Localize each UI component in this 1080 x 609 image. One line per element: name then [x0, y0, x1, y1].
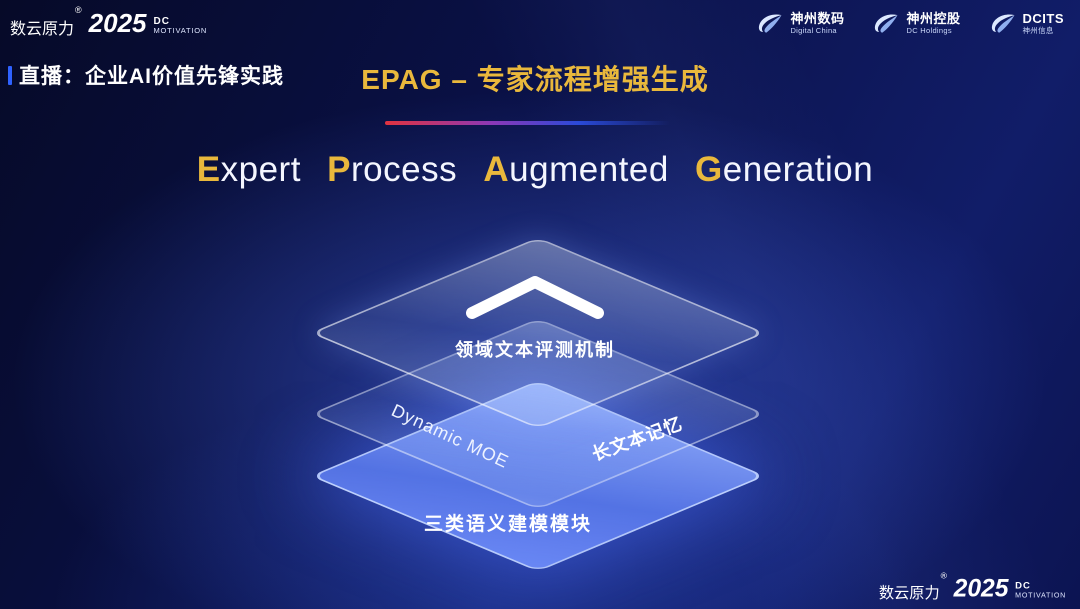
- registered-mark: ®: [940, 570, 947, 581]
- main-title: Expert Process Augmented Generation: [0, 150, 1070, 190]
- dcits-swoosh-icon: [991, 14, 1014, 33]
- registered-mark: ®: [75, 5, 82, 15]
- partner-subname: 神州信息: [1022, 25, 1054, 35]
- bottom-layer-label: 三类语义建模模块: [423, 514, 592, 535]
- partner-name: DCITS: [1022, 11, 1064, 26]
- partner-text: 神州控股 DC Holdings: [906, 11, 961, 36]
- partner-subname: DC Holdings: [906, 25, 952, 35]
- gradient-divider: [385, 121, 670, 125]
- dc-holdings-swoosh-icon: [875, 14, 898, 33]
- partner-name: 神州控股: [906, 11, 961, 26]
- brand-year: 2025: [88, 8, 147, 38]
- title-word: Augmented: [483, 150, 669, 189]
- title-word: Generation: [695, 150, 874, 189]
- live-subtitle-text: 直播：企业AI价值先锋实践: [19, 65, 284, 88]
- top-layer-label: 领域文本评测机制: [455, 340, 615, 360]
- partner-name: 神州数码: [790, 11, 845, 26]
- brand-logo-top: 数云原力® 2025 DC MOTIVATION: [10, 5, 208, 39]
- brand-logo-bottom: 数云原力® 2025 DC MOTIVATION: [878, 570, 1066, 603]
- partner-dc-holdings: 神州控股 DC Holdings: [872, 11, 961, 36]
- digital-china-swoosh-icon: [759, 14, 782, 33]
- partner-text: DCITS 神州信息: [1022, 11, 1065, 36]
- accent-bar: [8, 65, 12, 85]
- title-word: Process: [327, 150, 458, 189]
- page-title: EPAG – 专家流程增强生成: [361, 64, 709, 95]
- brand-tagline: DC MOTIVATION: [1015, 580, 1066, 603]
- partner-logos: 神州数码 Digital China 神州控股 DC Holdings DCIT…: [756, 11, 1065, 36]
- live-subtitle: 直播：企业AI价值先锋实践: [8, 60, 284, 90]
- brand-tagline-bottom: MOTIVATION: [153, 26, 208, 36]
- partner-digital-china: 神州数码 Digital China: [756, 11, 845, 36]
- partner-text: 神州数码 Digital China: [790, 11, 845, 36]
- chevron-up-icon: [466, 276, 604, 319]
- brand-tagline-top: DC: [153, 15, 170, 27]
- brand-tagline: DC MOTIVATION: [153, 15, 208, 39]
- title-word: Expert: [196, 150, 301, 189]
- brand-name: 数云原力®: [10, 5, 82, 38]
- brand-name: 数云原力®: [878, 570, 947, 603]
- partner-dcits: DCITS 神州信息: [989, 11, 1065, 36]
- brand-tagline-top: DC: [1015, 580, 1031, 592]
- partner-subname: Digital China: [790, 25, 837, 35]
- brand-year: 2025: [953, 573, 1009, 603]
- brand-tagline-bottom: MOTIVATION: [1015, 590, 1066, 600]
